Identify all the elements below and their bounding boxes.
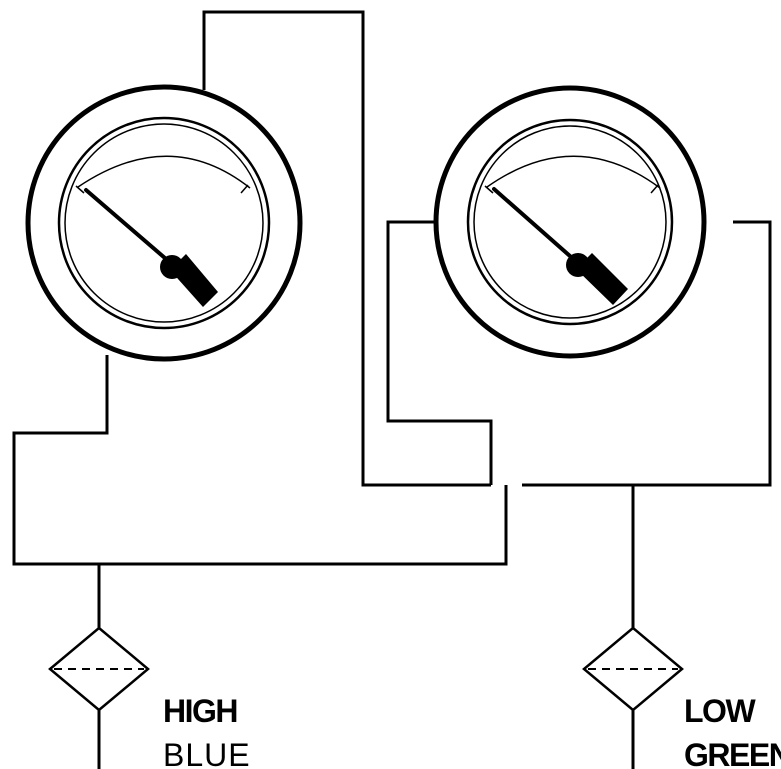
high-gauge-bottom-pipe — [12, 355, 508, 566]
gauge-scale-tick-left — [484, 185, 494, 194]
gauge-face — [473, 125, 667, 319]
high-gauge-top-pipe — [202, 10, 491, 487]
gauge-needle — [84, 188, 218, 307]
gauge-scale-arc — [486, 155, 661, 189]
low-filter — [582, 626, 684, 712]
high-label: HIGH — [163, 693, 237, 729]
low-gauge-left-pipe — [386, 220, 493, 485]
low-pressure-gauge — [433, 85, 707, 359]
gauge-scale-tick-right — [650, 184, 659, 194]
low-color-label: GREEN — [684, 737, 781, 769]
gauge-scale-tick-left — [75, 185, 85, 194]
gauge-scale-arc — [77, 155, 251, 189]
high-color-label: BLUE — [163, 737, 251, 769]
high-pressure-gauge — [25, 84, 303, 362]
gauge-needle — [492, 187, 628, 305]
gauge-face — [64, 123, 264, 323]
high-filter — [48, 626, 150, 712]
gauge-scale-tick-right — [240, 184, 249, 194]
piping — [12, 10, 772, 769]
low-gauge-right-pipe — [522, 220, 772, 487]
low-label: LOW — [684, 693, 756, 729]
